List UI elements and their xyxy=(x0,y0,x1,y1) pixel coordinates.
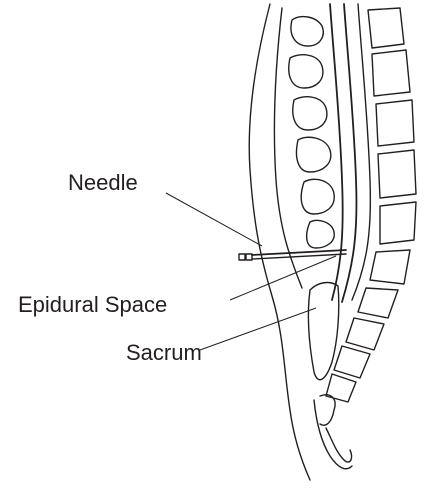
sacrum-label: Sacrum xyxy=(126,342,202,364)
coccyx-tail xyxy=(314,400,352,469)
dura-posterior xyxy=(330,4,343,300)
epidural-leader-line xyxy=(230,256,336,300)
sacrum-bone xyxy=(308,283,338,380)
epidural-space-label: Epidural Space xyxy=(18,294,167,316)
vertebral-processes xyxy=(289,17,334,248)
needle-label: Needle xyxy=(68,172,138,194)
back-skin-outline xyxy=(249,4,310,480)
dura-anterior xyxy=(342,4,356,302)
skin-inner-outline xyxy=(274,8,302,288)
coccyx xyxy=(320,395,352,462)
sacrum-leader-line xyxy=(200,308,316,350)
needle-leader-line xyxy=(166,193,262,246)
